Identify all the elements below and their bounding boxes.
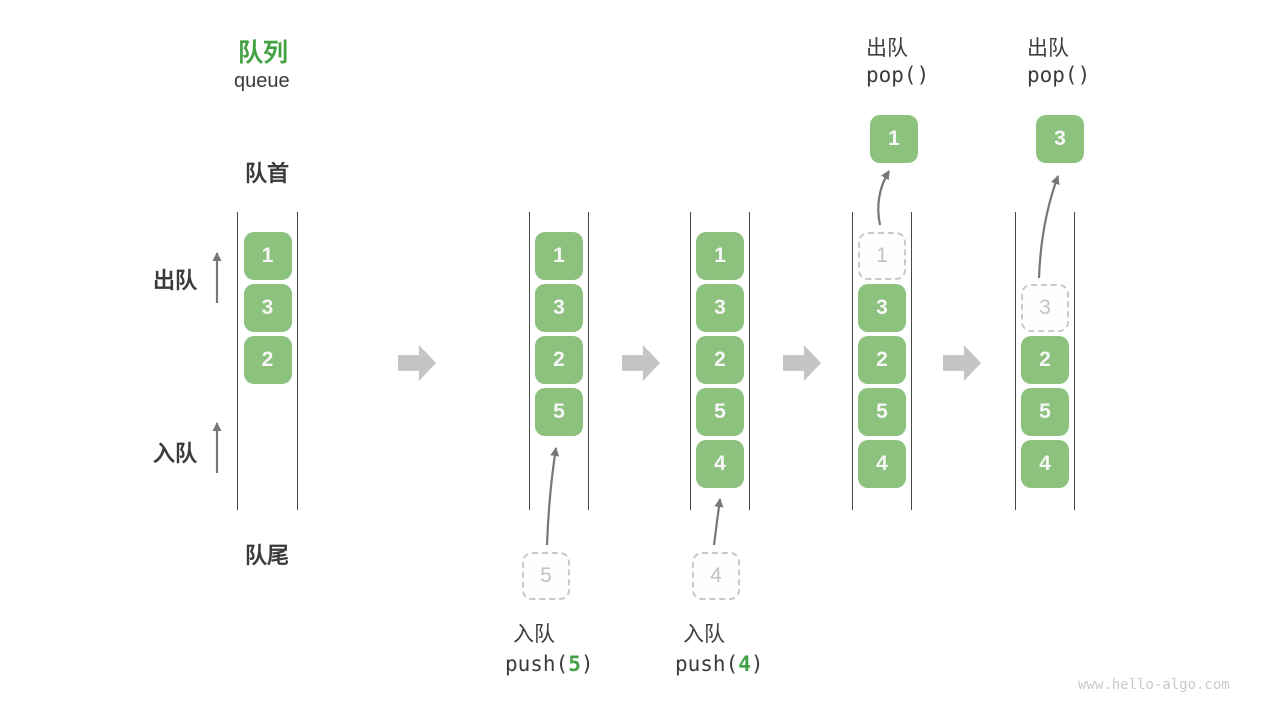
queue-front-label: 队首 [245,161,290,186]
pop-1-arrow-icon [877,170,890,226]
queue-item: 2 [243,336,292,384]
enqueue-ghost-item: 4 [692,552,740,600]
queue-item-ghost: 3 [1021,284,1069,332]
queue-item: 4 [696,440,744,488]
dequeue-op-call: pop() [1027,63,1091,87]
queue-item: 1 [696,232,744,280]
push-4-arrow-icon [712,498,724,546]
enqueue-side-label: 入队 [153,441,198,466]
queue-rear-label: 队尾 [245,543,290,568]
queue-container-walls [690,212,750,510]
enqueue-op-call: push(5) [505,652,594,676]
queue-item: 2 [535,336,583,384]
dequeue-op-call: pop() [866,63,930,87]
queue-item: 2 [696,336,744,384]
page-title: 队列 [238,39,289,67]
queue-item-ghost: 1 [858,232,906,280]
push-5-arrow-icon [545,447,560,546]
dequeue-side-label: 出队 [153,268,198,293]
queue-item: 2 [858,336,906,384]
func-name: push( [505,652,569,676]
func-name: push( [675,652,739,676]
enqueue-op-caption: 入队 [683,623,725,646]
queue-item: 2 [1021,336,1069,384]
enqueue-op-caption: 入队 [513,623,555,646]
queue-item: 3 [696,284,744,332]
popped-item: 3 [1036,115,1084,163]
pop-3-arrow-icon [1037,175,1060,279]
watermark: www.hello-algo.com [1078,677,1230,693]
queue-item: 1 [243,232,292,280]
queue-item: 3 [858,284,906,332]
queue-item: 3 [535,284,583,332]
func-close-paren: ) [580,652,594,676]
enqueue-ghost-item: 5 [522,552,570,600]
queue-container-walls [1015,212,1075,510]
queue-item: 5 [696,388,744,436]
queue-container-walls [529,212,589,510]
queue-item: 4 [858,440,906,488]
dequeue-op-caption: 出队 [1027,37,1069,60]
page-subtitle: queue [234,70,290,92]
dequeue-op-caption: 出队 [866,37,908,60]
enqueue-op-call: push(4) [675,652,764,676]
queue-item: 5 [535,388,583,436]
queue-item: 5 [858,388,906,436]
func-argument: 5 [568,652,581,676]
queue-item: 5 [1021,388,1069,436]
queue-container-walls [852,212,912,510]
queue-item: 4 [1021,440,1069,488]
queue-item: 3 [243,284,292,332]
func-close-paren: ) [750,652,764,676]
func-argument: 4 [738,652,751,676]
queue-container-walls [237,212,298,510]
queue-item: 1 [535,232,583,280]
popped-item: 1 [870,115,918,163]
